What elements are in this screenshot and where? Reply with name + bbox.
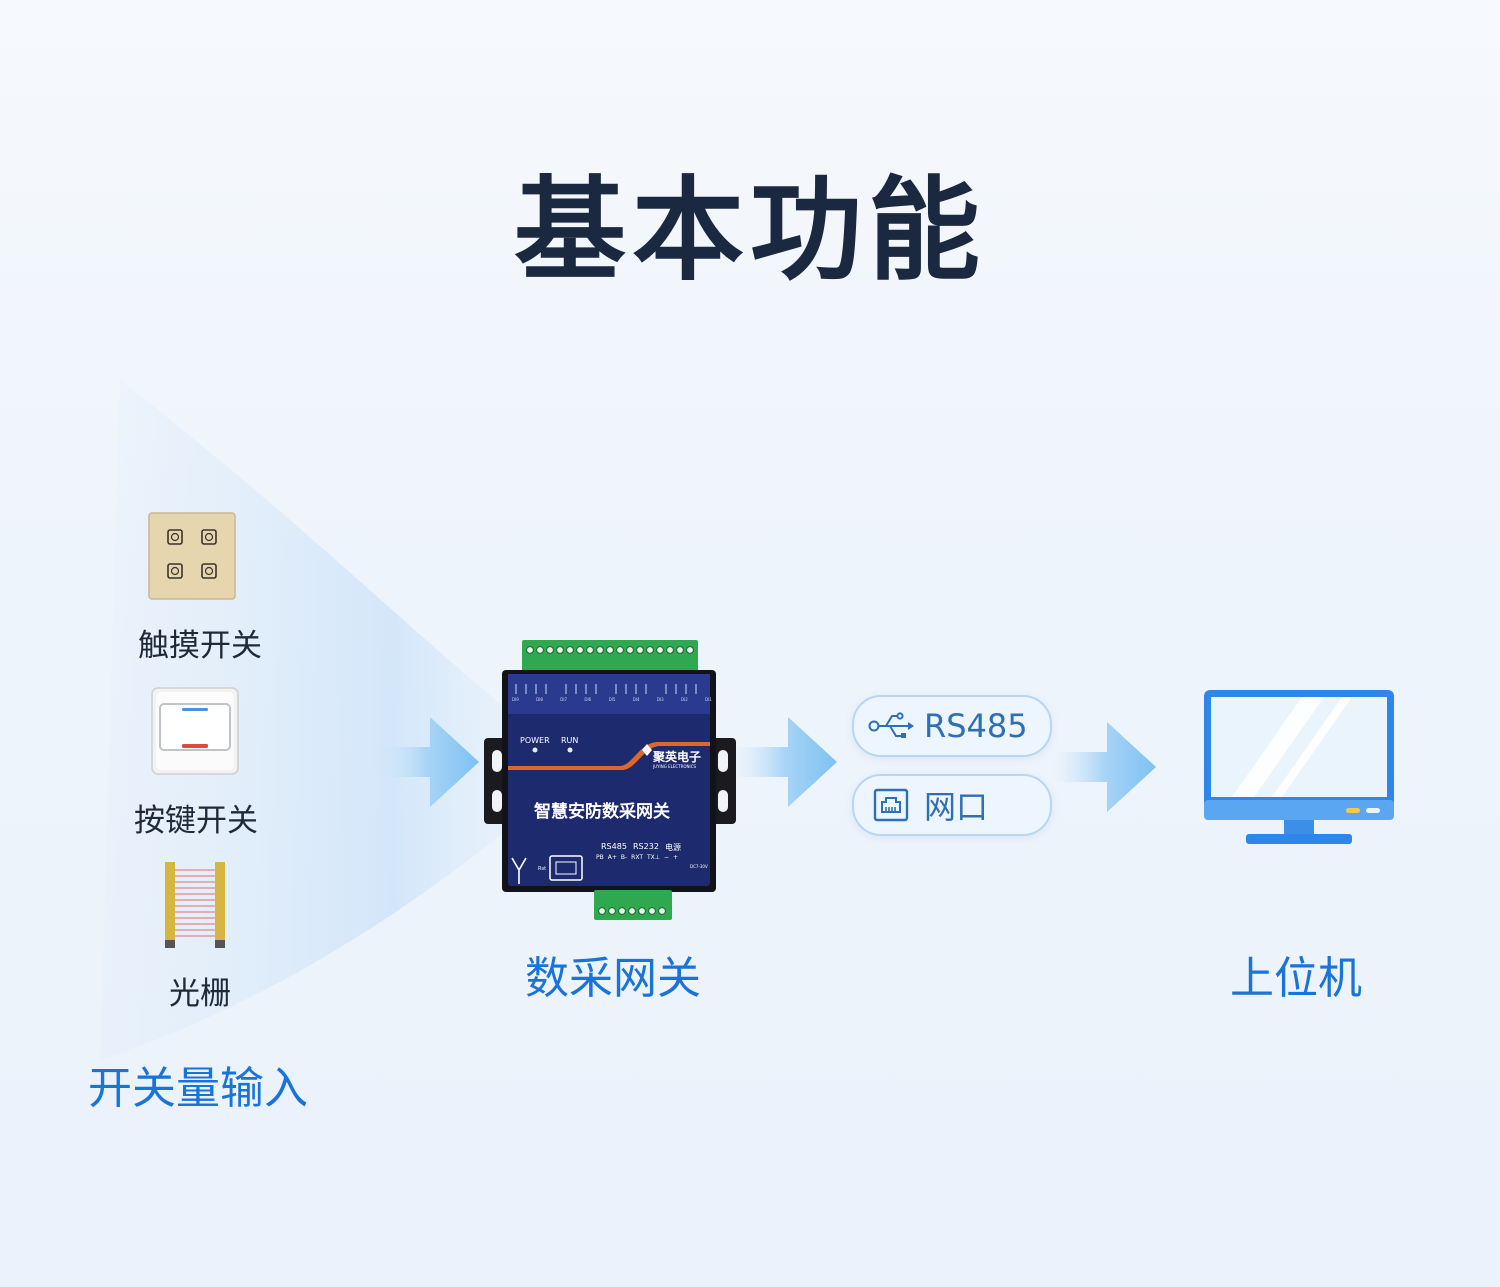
push-button-switch-label: 按键开关 bbox=[134, 803, 258, 839]
di-label: DI6 bbox=[584, 697, 592, 702]
di-label: DI1 bbox=[705, 697, 712, 702]
port-group-power: 电源 bbox=[665, 843, 681, 852]
power-indicator-label: POWER bbox=[520, 736, 550, 745]
light-curtain-icon bbox=[165, 862, 225, 948]
power-spec-label: DC7-30V bbox=[690, 864, 708, 869]
gateway-device bbox=[484, 640, 736, 920]
port-group-rs232: RS232 bbox=[633, 842, 659, 851]
switch-input-heading: 开关量输入 bbox=[88, 1063, 308, 1114]
rs485-label: RS485 bbox=[924, 707, 1028, 745]
run-indicator-label: RUN bbox=[561, 736, 579, 745]
touch-switch-icon bbox=[148, 512, 236, 600]
rst-label: Rst bbox=[538, 866, 547, 872]
terminal-plus: + bbox=[673, 854, 679, 861]
terminal-b-minus: B- bbox=[620, 854, 628, 861]
ethernet-interface-pill: 网口 bbox=[852, 774, 1052, 836]
terminal-pb: PB bbox=[596, 854, 604, 861]
host-label: 上位机 bbox=[1230, 953, 1362, 1004]
rs485-interface-pill: RS485 bbox=[852, 695, 1052, 757]
terminal-labels: PB A+ B- RXT TX⊥ − + bbox=[596, 854, 678, 861]
arrow-to-host-icon bbox=[1052, 722, 1156, 812]
page-title: 基本功能 bbox=[514, 166, 986, 296]
di-label: DI4 bbox=[632, 697, 640, 702]
terminal-tx: TX⊥ bbox=[647, 854, 661, 861]
di-labels: DI9 DI8 DI7 DI6 DI5 DI4 DI3 DI2 DI1 bbox=[512, 697, 712, 702]
di-label: DI3 bbox=[656, 697, 664, 702]
terminal-rxt: RXT bbox=[631, 854, 643, 861]
di-label: DI8 bbox=[536, 697, 543, 702]
usb-icon bbox=[868, 712, 914, 738]
ethernet-port-icon bbox=[873, 788, 909, 822]
device-brand-en: JUYING ELECTRONICS bbox=[653, 764, 697, 769]
arrow-to-gateway-icon bbox=[375, 717, 479, 807]
push-button-switch-icon bbox=[151, 687, 239, 775]
ethernet-label: 网口 bbox=[924, 788, 989, 826]
gateway-label: 数采网关 bbox=[525, 953, 701, 1004]
monitor-icon bbox=[1204, 690, 1394, 844]
touch-switch-label: 触摸开关 bbox=[138, 628, 262, 664]
arrow-to-interfaces-icon bbox=[733, 717, 837, 807]
di-label: DI2 bbox=[680, 697, 688, 702]
di-label: DI7 bbox=[560, 697, 568, 702]
terminal-a-plus: A+ bbox=[607, 854, 617, 861]
terminal-minus: − bbox=[664, 854, 670, 861]
light-curtain-label: 光栅 bbox=[169, 976, 231, 1012]
device-name: 智慧安防数采网关 bbox=[534, 802, 670, 822]
di-label: DI5 bbox=[608, 697, 616, 702]
di-label: DI9 bbox=[512, 697, 519, 702]
device-brand: 聚英电子 bbox=[653, 750, 702, 764]
port-group-rs485: RS485 bbox=[601, 842, 627, 851]
